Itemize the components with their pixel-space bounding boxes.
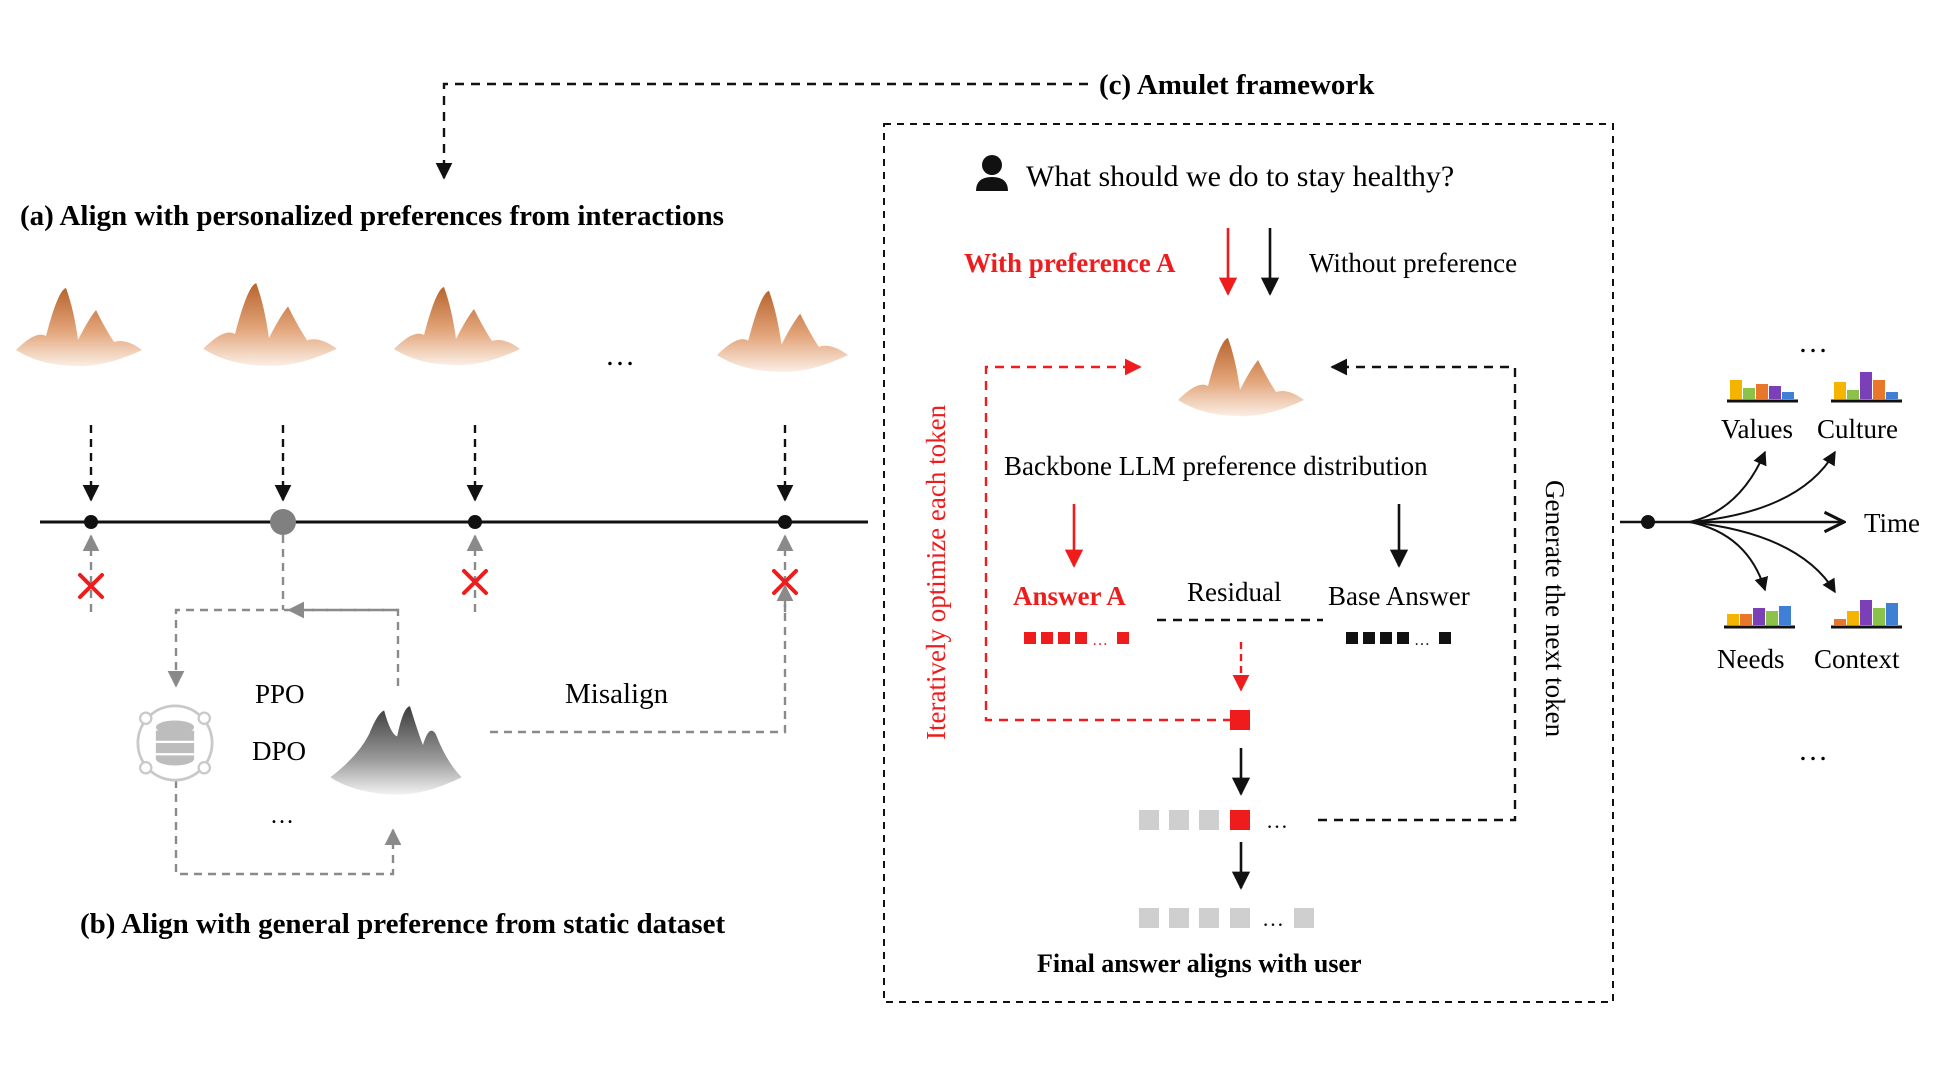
iterative-loop	[984, 358, 1232, 722]
misalign-label: Misalign	[565, 678, 669, 710]
panel-a-title: (a) Align with personalized preferences …	[20, 200, 724, 232]
ppo-label: PPO	[255, 679, 305, 709]
static-training-loop	[167, 535, 794, 876]
general-preference-peaks	[330, 706, 462, 795]
svg-text:…: …	[1266, 808, 1288, 833]
optimized-token	[1230, 710, 1250, 730]
svg-text:…: …	[1092, 632, 1108, 649]
generate-label: Generate the next token	[1540, 480, 1570, 738]
red-cross-icon	[78, 569, 798, 599]
bottom-ellipsis: …	[1798, 734, 1828, 767]
svg-text:…: …	[1414, 632, 1430, 649]
iterative-label: Iteratively optimize each token	[921, 404, 951, 740]
timeline-node	[468, 515, 482, 529]
culture-label: Culture	[1817, 414, 1898, 444]
timeline-node-static	[270, 509, 296, 535]
answer-a-label: Answer A	[1013, 581, 1126, 611]
token-sequence: …	[1139, 808, 1288, 833]
base-answer-tokens: …	[1346, 632, 1451, 649]
peaks-ellipsis: …	[605, 339, 635, 372]
answer-a-tokens: …	[1024, 632, 1129, 649]
user-icon	[976, 155, 1008, 191]
base-answer-label: Base Answer	[1328, 581, 1470, 611]
context-label: Context	[1814, 644, 1900, 674]
backbone-preference-peaks	[1177, 338, 1305, 418]
context-bars	[1831, 600, 1902, 629]
static-alignment-arrows	[82, 534, 794, 612]
generate-loop	[1318, 358, 1517, 822]
methods-ellipsis: …	[270, 803, 294, 829]
top-ellipsis: …	[1798, 326, 1828, 359]
backbone-label: Backbone LLM preference distribution	[1004, 451, 1428, 481]
branch-curves	[1689, 450, 1836, 594]
svg-text:…: …	[1262, 906, 1284, 931]
question-text: What should we do to stay healthy?	[1026, 160, 1454, 193]
preference-peaks-3	[393, 287, 521, 367]
with-preference-label: With preference A	[964, 248, 1176, 278]
peak-to-timeline-arrows	[82, 425, 794, 502]
framework-connector	[435, 82, 1088, 180]
preference-peaks-1	[15, 288, 143, 368]
panel-b-title: (b) Align with general preference from s…	[80, 908, 725, 940]
needs-label: Needs	[1717, 644, 1784, 674]
final-label: Final answer aligns with user	[1037, 949, 1362, 978]
culture-bars	[1831, 372, 1902, 403]
preference-peaks-2	[202, 283, 338, 368]
values-bars	[1727, 380, 1798, 403]
database-icon	[136, 704, 214, 782]
residual-label: Residual	[1187, 577, 1282, 607]
timeline-node-current	[1641, 515, 1655, 529]
preference-peaks-4	[716, 290, 849, 374]
timeline-node	[84, 515, 98, 529]
needs-bars	[1724, 606, 1795, 629]
dpo-label: DPO	[252, 736, 306, 766]
framework-title: (c) Amulet framework	[1099, 69, 1375, 101]
final-token-sequence: …	[1139, 906, 1314, 931]
timeline-node	[778, 515, 792, 529]
without-preference-label: Without preference	[1309, 248, 1517, 278]
values-label: Values	[1721, 414, 1793, 444]
framework-box	[883, 123, 1614, 1003]
time-label: Time	[1864, 508, 1920, 538]
